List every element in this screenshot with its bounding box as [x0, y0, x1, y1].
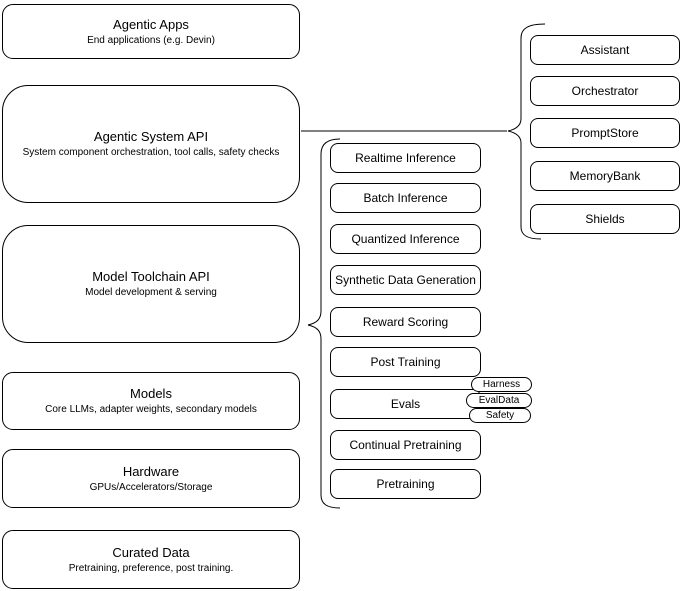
service-label: Post Training [370, 355, 441, 369]
tag-label: EvalData [478, 394, 520, 406]
evals-tag-evaldata: EvalData [466, 393, 532, 408]
service-label: Batch Inference [363, 191, 448, 205]
layer-subtitle: GPUs/Accelerators/Storage [89, 481, 213, 493]
layer-model-toolchain-api: Model Toolchain API Model development & … [2, 225, 300, 343]
service-reward-scoring: Reward Scoring [330, 307, 481, 337]
tag-label: Harness [482, 378, 521, 390]
service-label: Quantized Inference [351, 232, 460, 246]
service-batch-inference: Batch Inference [330, 183, 481, 213]
service-quantized-inference: Quantized Inference [330, 224, 481, 254]
tag-label: Safety [485, 409, 515, 421]
layer-subtitle: Model development & serving [85, 287, 217, 298]
component-label: PromptStore [571, 126, 639, 140]
component-promptstore: PromptStore [530, 118, 680, 148]
evals-tag-harness: Harness [471, 377, 532, 392]
component-label: MemoryBank [569, 169, 641, 183]
service-realtime-inference: Realtime Inference [330, 143, 481, 173]
service-label: Synthetic Data Generation [335, 273, 476, 287]
service-evals: Evals [330, 389, 481, 419]
component-orchestrator: Orchestrator [530, 76, 680, 106]
layer-agentic-apps: Agentic Apps End applications (e.g. Devi… [2, 4, 300, 59]
layer-subtitle: System component orchestration, tool cal… [22, 147, 280, 158]
layer-title: Agentic System API [93, 129, 209, 144]
component-assistant: Assistant [530, 35, 680, 65]
service-label: Realtime Inference [355, 151, 456, 165]
layer-title: Hardware [122, 463, 180, 479]
layer-title: Curated Data [112, 544, 190, 560]
service-label: Pretraining [376, 477, 435, 491]
service-post-training: Post Training [330, 347, 481, 377]
layer-curated-data: Curated Data Pretraining, preference, po… [2, 530, 300, 589]
layer-subtitle: End applications (e.g. Devin) [87, 34, 215, 46]
layer-subtitle: Core LLMs, adapter weights, secondary mo… [45, 404, 257, 415]
service-label: Evals [390, 397, 421, 411]
component-label: Shields [585, 212, 625, 226]
component-shields: Shields [530, 204, 680, 234]
layer-hardware: Hardware GPUs/Accelerators/Storage [2, 449, 300, 508]
layer-title: Models [130, 386, 172, 401]
service-continual-pretraining: Continual Pretraining [330, 430, 481, 460]
component-label: Assistant [580, 43, 630, 57]
layer-subtitle: Pretraining, preference, post training. [68, 562, 234, 574]
evals-tag-safety: Safety [469, 408, 531, 423]
layer-models: Models Core LLMs, adapter weights, secon… [2, 372, 300, 430]
layer-title: Agentic Apps [113, 16, 189, 32]
component-label: Orchestrator [571, 84, 639, 98]
service-label: Continual Pretraining [349, 438, 462, 452]
layer-title: Model Toolchain API [92, 269, 210, 284]
layer-agentic-system-api: Agentic System API System component orch… [2, 85, 300, 203]
service-synthetic-data-generation: Synthetic Data Generation [330, 265, 481, 295]
component-memorybank: MemoryBank [530, 161, 680, 191]
service-pretraining: Pretraining [330, 469, 481, 499]
service-label: Reward Scoring [362, 315, 449, 329]
